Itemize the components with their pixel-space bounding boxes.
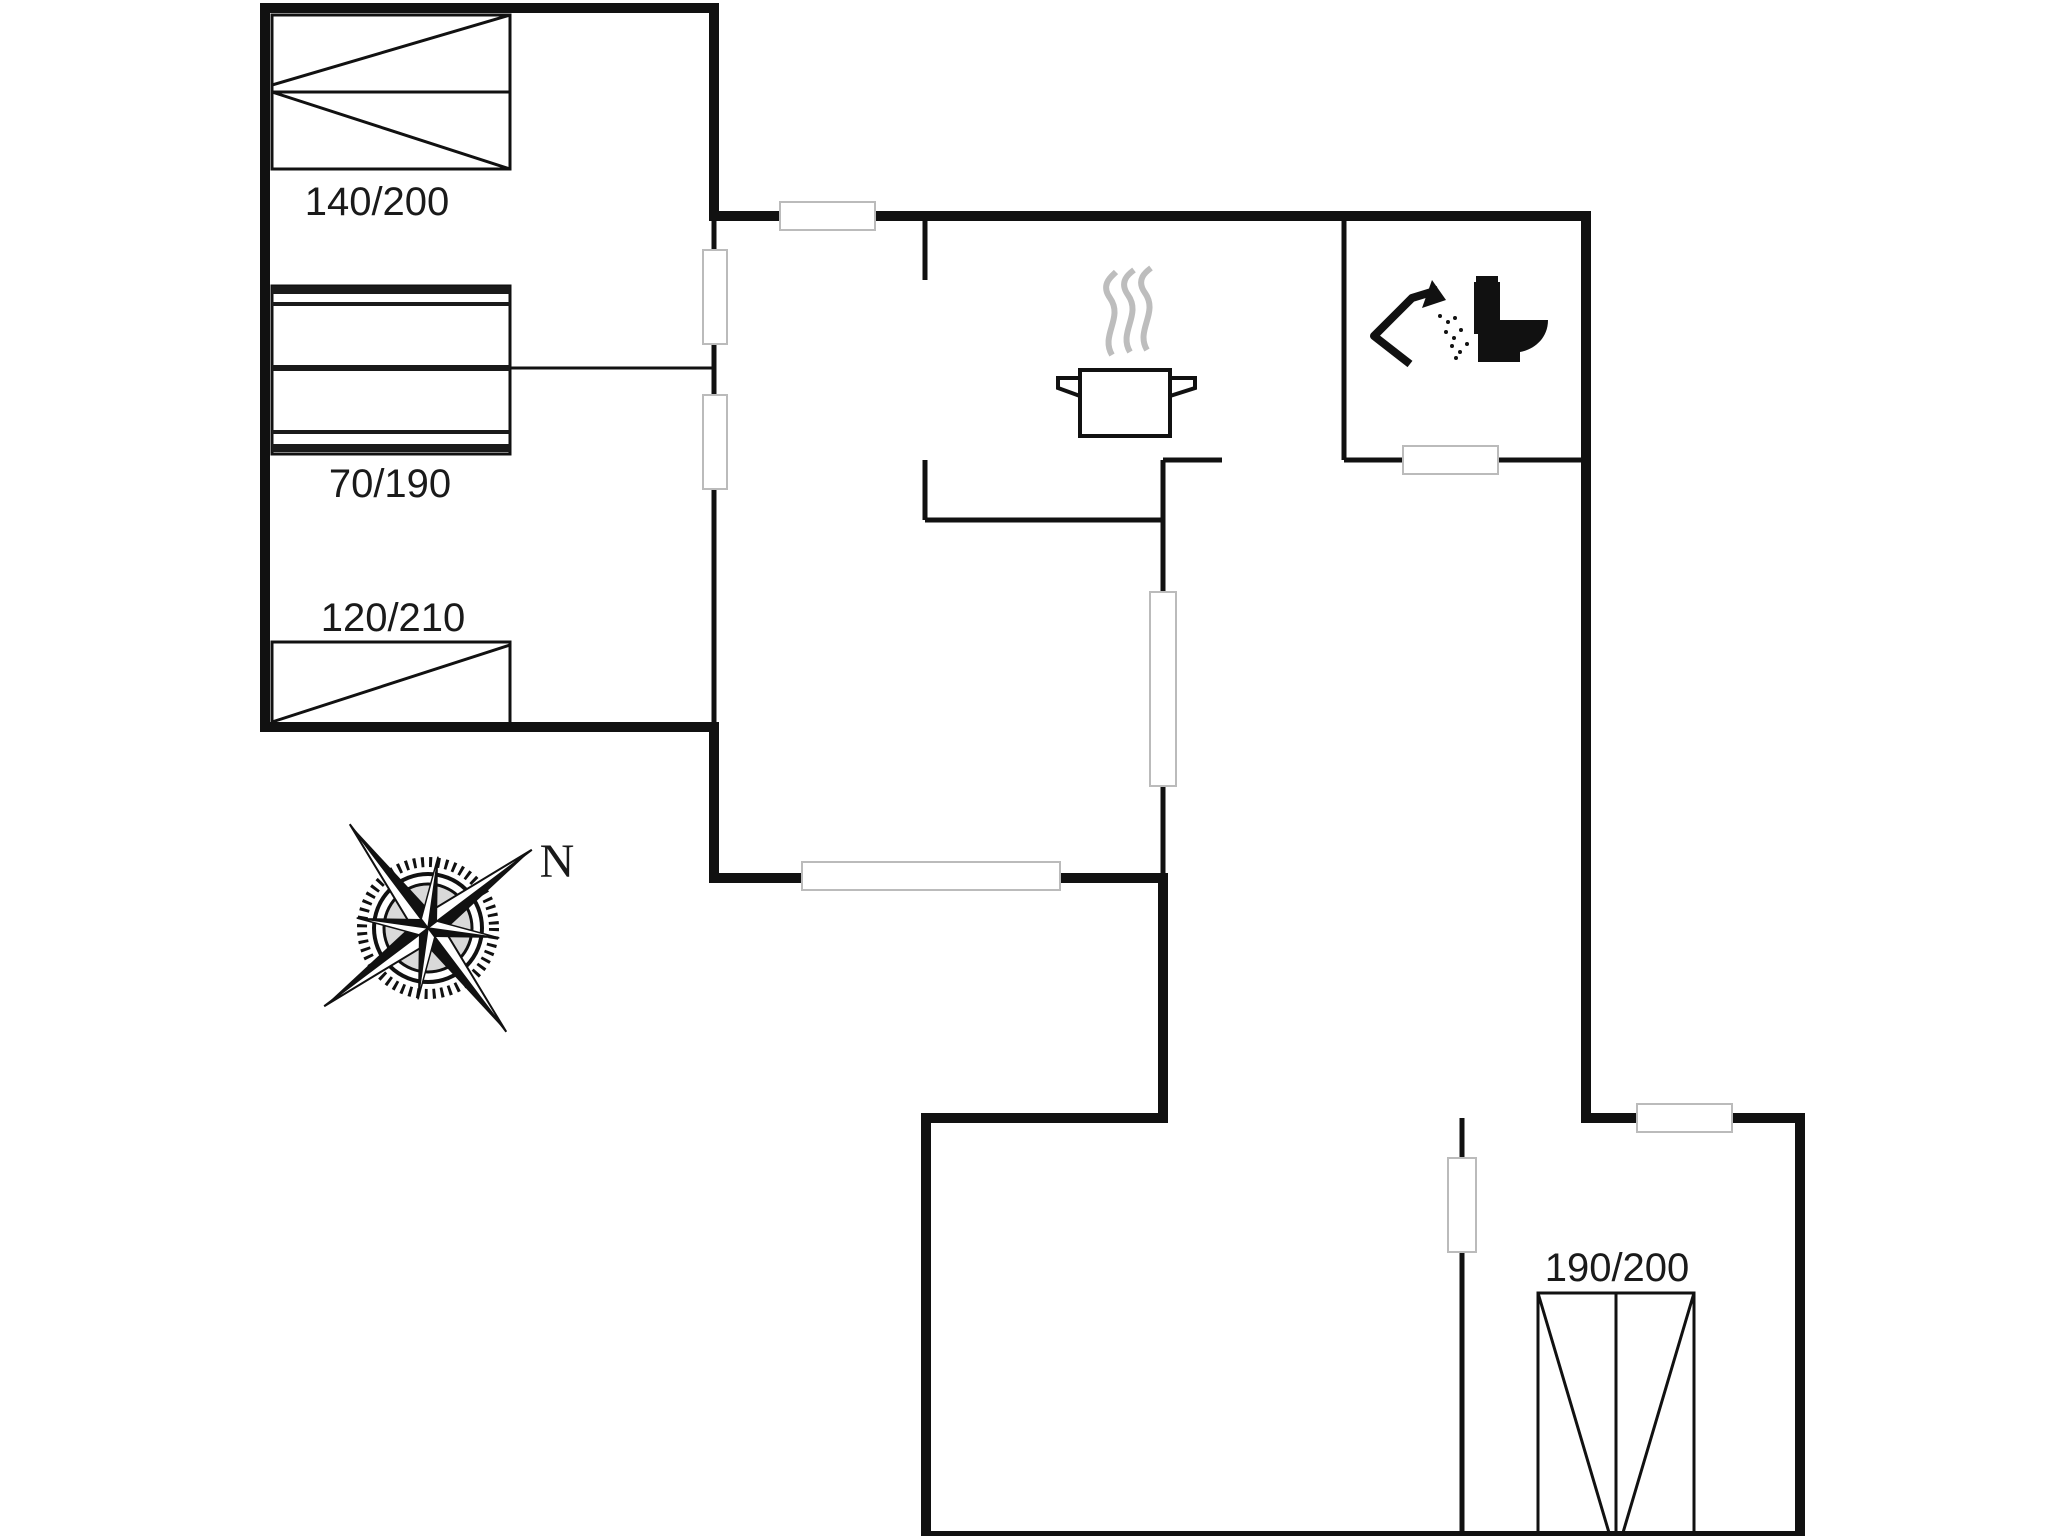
window [1447, 1157, 1477, 1253]
stove-pot-icon [1056, 265, 1197, 438]
window [1402, 445, 1499, 475]
window [702, 394, 728, 490]
bed-size-label: 120/210 [321, 596, 466, 640]
compass-rose-icon [323, 823, 533, 1033]
bed-size-label: 190/200 [1545, 1246, 1690, 1290]
window [1149, 591, 1177, 787]
window [1636, 1103, 1733, 1133]
bed-double [270, 13, 512, 171]
bed-size-label: 70/190 [329, 462, 451, 506]
bed-bunk [270, 284, 512, 456]
openings [702, 201, 1733, 1253]
toilet-icon [1474, 276, 1548, 362]
outer-walls [260, 3, 1805, 1536]
bed-single [270, 640, 512, 729]
bed-size-label: 140/200 [305, 180, 450, 224]
shower-icon [1370, 280, 1469, 368]
window [801, 861, 1061, 891]
window [702, 249, 728, 345]
bed-double [1536, 1291, 1696, 1536]
window [779, 201, 876, 231]
north-label: N [540, 835, 575, 888]
